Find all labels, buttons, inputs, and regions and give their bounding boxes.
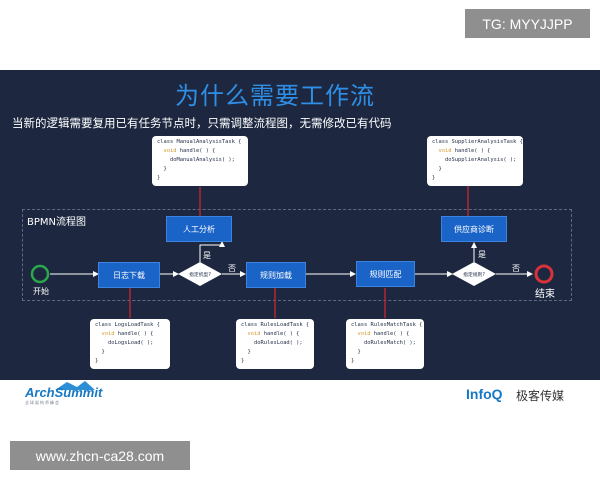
- gateway-2-yes: 是: [478, 250, 486, 259]
- footer: [0, 380, 600, 420]
- archsummit-logo: ArchSummit: [25, 385, 103, 400]
- gateway-1-no: 否: [228, 264, 236, 273]
- gateway-1-yes: 是: [203, 251, 211, 260]
- task-supplier-diagnosis: 供应商诊断: [441, 216, 507, 242]
- gateway-1-label: 指定机型?: [189, 273, 211, 278]
- watermark-bottom: www.zhcn-ca28.com: [10, 441, 190, 470]
- gateway-2-label: 指定规则?: [463, 273, 485, 278]
- code-rules-load: class RulesLoadTask { void handle( ) { d…: [236, 319, 314, 369]
- archsummit-tagline: 全球架构师峰会: [25, 400, 60, 405]
- connectors: [30, 186, 554, 318]
- code-manual-analysis: class ManualAnalysisTask { void handle( …: [152, 136, 248, 186]
- code-supplier-analysis: class SupplierAnalysisTask { void handle…: [427, 136, 523, 186]
- bpmn-frame: [22, 209, 572, 301]
- infoq-logo: InfoQ: [466, 386, 503, 402]
- task-manual-analysis: 人工分析: [166, 216, 232, 242]
- start-event: [30, 264, 50, 284]
- gateway-2: [452, 262, 496, 286]
- gateway-1: [178, 262, 222, 286]
- end-event: [534, 264, 554, 284]
- slide-title: 为什么需要工作流: [175, 82, 375, 110]
- task-log-download: 日志下载: [98, 262, 160, 288]
- task-rule-match: 规则匹配: [356, 261, 415, 287]
- bpmn-label: BPMN流程图: [27, 217, 86, 228]
- task-rule-load: 规则加载: [246, 262, 306, 288]
- end-label: 结束: [535, 289, 555, 300]
- start-label: 开始: [33, 287, 49, 296]
- geek-media-logo: 极客传媒: [516, 389, 565, 403]
- code-logs-load: class LogsLoadTask { void handle( ) { do…: [90, 319, 170, 369]
- archsummit-logo-icon: [55, 381, 95, 390]
- watermark-top: TG: MYYJJPP: [465, 9, 590, 38]
- code-rules-match: class RulesMatchTask { void handle( ) { …: [346, 319, 424, 369]
- gateway-2-no: 否: [512, 264, 520, 273]
- flow-gw1-manual: [199, 241, 225, 262]
- slide: 为什么需要工作流 当新的逻辑需要复用已有任务节点时，只需调整流程图，无需修改已有…: [0, 70, 600, 380]
- slide-subtitle: 当新的逻辑需要复用已有任务节点时，只需调整流程图，无需修改已有代码: [12, 116, 392, 130]
